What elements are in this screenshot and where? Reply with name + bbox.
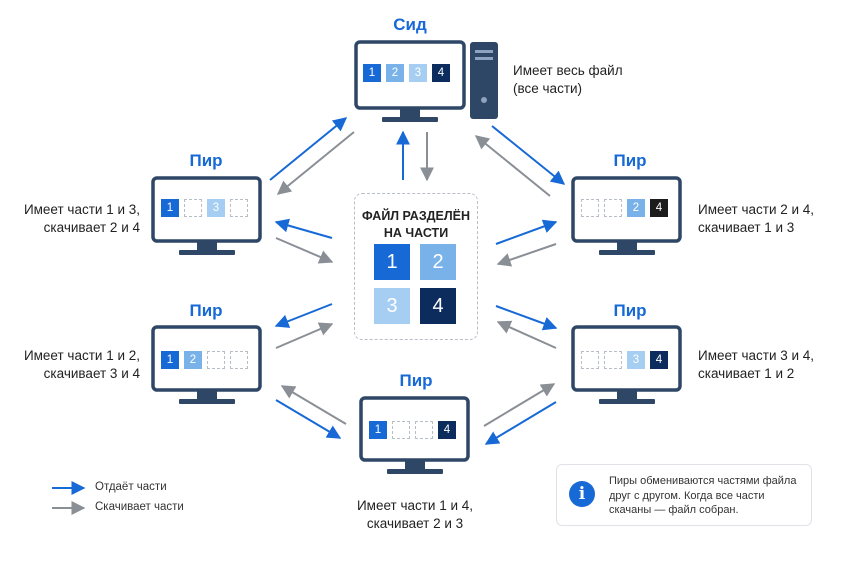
- file-part-1: 1: [374, 244, 410, 280]
- part-tile-2: 2: [184, 351, 202, 369]
- seed-monitor: [354, 40, 466, 122]
- file-title-line2: НА ЧАСТИ: [383, 226, 449, 240]
- arrow-bottom-to-lm: [280, 385, 347, 425]
- part-tile-4: 4: [438, 421, 456, 439]
- part-tile-1: 1: [363, 64, 381, 82]
- empty-part-slot: [184, 199, 202, 217]
- seed-description-line2: (все части): [513, 81, 583, 96]
- peer-title-bottom: Пир: [399, 371, 433, 390]
- arrow-seed-to-rt: [491, 125, 566, 185]
- file-part-2: 2: [420, 244, 456, 280]
- peer-desc-right-top: Имеет части 2 и 4, скачивает 1 и 3: [698, 201, 848, 237]
- peer-monitor-right-mid: [571, 325, 682, 404]
- empty-part-slot: [230, 351, 248, 369]
- part-tile-1: 1: [161, 199, 179, 217]
- arrow-rt-to-seed: [474, 135, 551, 197]
- empty-part-slot: [604, 199, 622, 217]
- file-parts-box: ФАЙЛ РАЗДЕЛЁН НА ЧАСТИ 1 2 3 4: [354, 193, 478, 340]
- seed-title: Сид: [393, 15, 427, 34]
- part-tile-4: 4: [432, 64, 450, 82]
- peer-desc-left-top-line2: скачивает 2 и 4: [43, 220, 140, 235]
- info-text-line3: скачаны — файл собран.: [609, 504, 739, 516]
- arrow-rt-to-center: [496, 243, 557, 267]
- peer-monitor-bottom: [359, 396, 470, 474]
- peer-desc-right-top-line2: скачивает 1 и 3: [698, 220, 795, 235]
- arrow-center-to-rm: [495, 305, 558, 331]
- arrow-rm-to-center: [496, 320, 557, 349]
- peer-desc-right-mid-line2: скачивает 1 и 2: [698, 366, 795, 381]
- part-tile-2: 2: [386, 64, 404, 82]
- peer-desc-left-mid-line1: Имеет части 1 и 2,: [23, 348, 140, 363]
- file-title-line1: ФАЙЛ РАЗДЕЛЁН: [361, 209, 471, 223]
- arrow-center-to-rt: [495, 219, 558, 245]
- peer-desc-bottom-line2: скачивает 2 и 3: [366, 516, 464, 531]
- arrow-rm-to-bottom: [484, 401, 557, 445]
- part-tile-4: 4: [650, 351, 668, 369]
- peer-desc-left-top-line1: Имеет части 1 и 3,: [23, 202, 140, 217]
- peer-monitor-left-top: [151, 176, 262, 255]
- peer-title-right-mid: Пир: [613, 301, 647, 320]
- legend-gives-label: Отдаёт части: [95, 481, 167, 493]
- part-tile-3: 3: [409, 64, 427, 82]
- arrow-lm-to-center: [275, 322, 334, 349]
- part-tile-3: 3: [207, 199, 225, 217]
- empty-part-slot: [581, 199, 599, 217]
- arrow-bottom-to-rm: [483, 383, 556, 427]
- arrow-lm-to-bottom: [275, 399, 342, 439]
- info-icon: i: [569, 481, 595, 507]
- legend-downloads-label: Скачивает части: [95, 501, 184, 513]
- file-title: ФАЙЛ РАЗДЕЛЁН НА ЧАСТИ: [355, 208, 477, 242]
- info-box: i Пиры обмениваются частями файла друг с…: [556, 464, 812, 526]
- seed-description-line1: Имеет весь файл: [513, 63, 623, 78]
- peer-desc-left-mid: Имеет части 1 и 2, скачивает 3 и 4: [0, 347, 140, 383]
- arrow-center-to-lm: [274, 303, 333, 328]
- peer-desc-left-top: Имеет части 1 и 3, скачивает 2 и 4: [0, 201, 140, 237]
- info-text-line2: друг с другом. Когда все части: [609, 489, 765, 502]
- empty-part-slot: [415, 421, 433, 439]
- arrow-seed-to-lt: [276, 131, 355, 195]
- peer-desc-right-mid-line1: Имеет части 3 и 4,: [698, 348, 815, 363]
- empty-part-slot: [604, 351, 622, 369]
- server-tower-icon: [470, 42, 498, 119]
- peer-desc-bottom: Имеет части 1 и 4, скачивает 2 и 3: [340, 497, 490, 533]
- peer-desc-bottom-line1: Имеет части 1 и 4,: [356, 498, 474, 513]
- peer-desc-left-mid-line2: скачивает 3 и 4: [43, 366, 140, 381]
- part-tile-4: 4: [650, 199, 668, 217]
- info-text-line1: Пиры обмениваются частями файла: [609, 475, 797, 487]
- peer-monitor-left-mid: [151, 325, 262, 404]
- peer-title-left-top: Пир: [189, 151, 223, 170]
- empty-part-slot: [207, 351, 225, 369]
- seed-description: Имеет весь файл (все части): [513, 62, 653, 98]
- peer-desc-right-mid: Имеет части 3 и 4, скачивает 1 и 2: [698, 347, 848, 383]
- info-text: Пиры обмениваются частями файла друг с д…: [609, 474, 805, 518]
- arrow-lt-to-seed: [269, 117, 348, 181]
- empty-part-slot: [230, 199, 248, 217]
- file-part-3: 3: [374, 288, 410, 324]
- arrow-center-to-lt: [274, 218, 333, 239]
- empty-part-slot: [392, 421, 410, 439]
- part-tile-3: 3: [627, 351, 645, 369]
- part-tile-2: 2: [627, 199, 645, 217]
- peer-monitor-right-top: [571, 176, 682, 255]
- empty-part-slot: [581, 351, 599, 369]
- part-tile-1: 1: [369, 421, 387, 439]
- arrow-lt-to-center: [275, 237, 334, 264]
- part-tile-1: 1: [161, 351, 179, 369]
- file-part-4: 4: [420, 288, 456, 324]
- peer-title-right-top: Пир: [613, 151, 647, 170]
- peer-title-left-mid: Пир: [189, 301, 223, 320]
- peer-desc-right-top-line1: Имеет части 2 и 4,: [698, 202, 815, 217]
